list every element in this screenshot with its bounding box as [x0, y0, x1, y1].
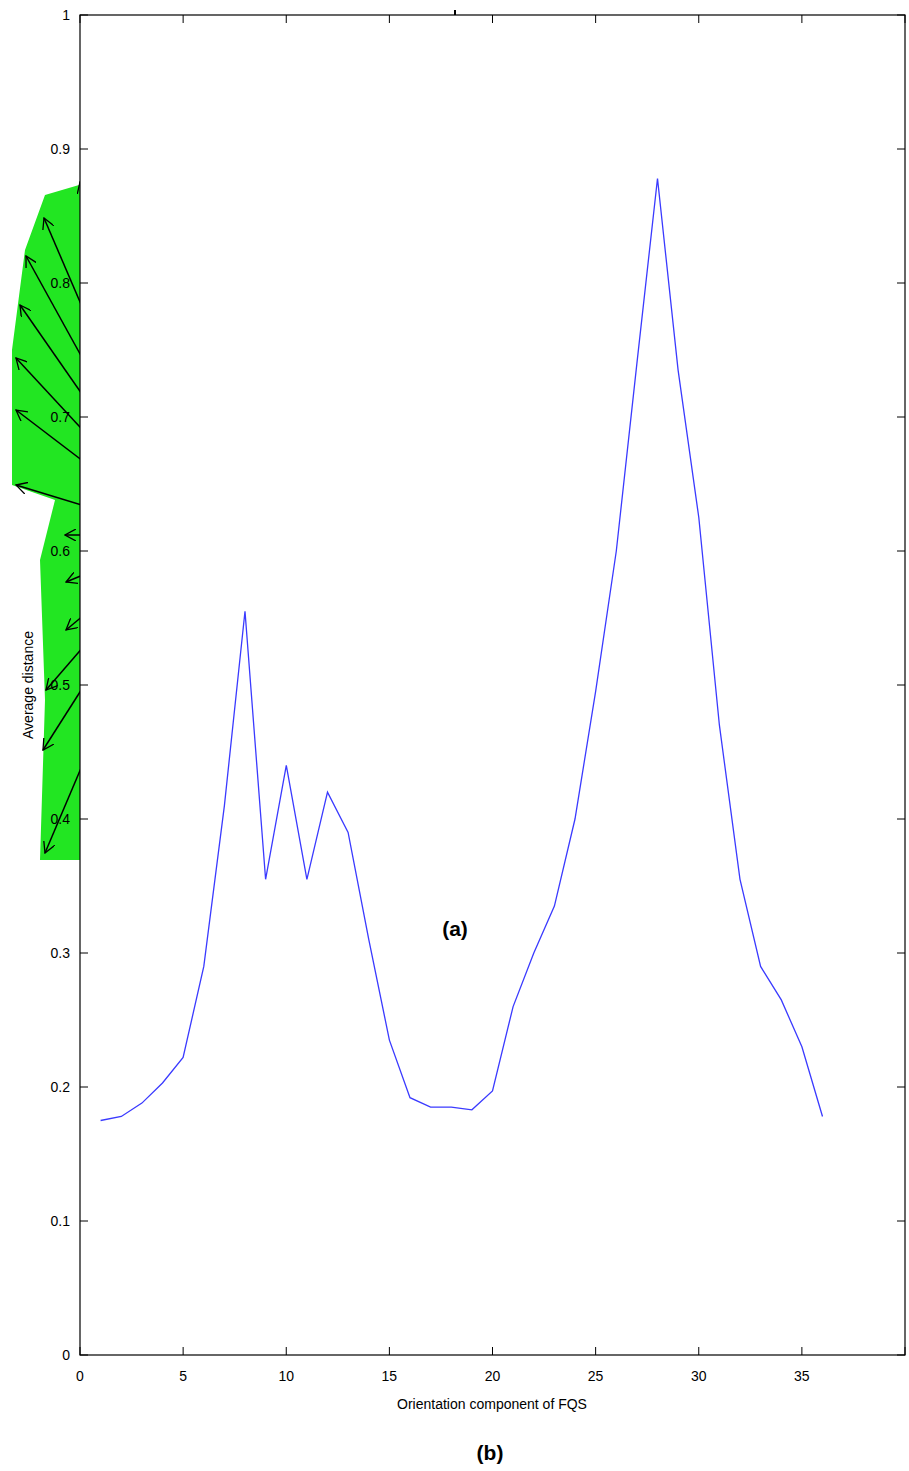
tick-label: 10	[278, 1369, 294, 1383]
axis-title: Orientation component of FQS	[397, 1397, 587, 1411]
tick-label: 25	[588, 1369, 604, 1383]
tick-label: 0.7	[51, 410, 70, 424]
tick-label: 0.3	[51, 946, 70, 960]
axis-title: Average distance	[21, 631, 35, 739]
tick-label: 1	[62, 8, 70, 22]
tick-label: 5	[179, 1369, 187, 1383]
tick-label: 15	[382, 1369, 398, 1383]
tick-label: 0.6	[51, 544, 70, 558]
tick-label: 35	[794, 1369, 810, 1383]
plot-frame	[80, 15, 905, 1355]
tick-label: 0	[76, 1369, 84, 1383]
tick-label: 20	[485, 1369, 501, 1383]
tick-label: 0.5	[51, 678, 70, 692]
tick-label: 0.1	[51, 1214, 70, 1228]
tick-label: 0.4	[51, 812, 70, 826]
tick-label: 30	[691, 1369, 707, 1383]
tick-label: 0.2	[51, 1080, 70, 1094]
data-line	[101, 179, 823, 1121]
tick-label: 0	[62, 1348, 70, 1362]
panel-label: (a)	[442, 918, 468, 939]
panel-label: (b)	[477, 1442, 504, 1463]
axis-ticks	[80, 15, 905, 1355]
tick-label: 0.8	[51, 276, 70, 290]
tick-label: 0.9	[51, 142, 70, 156]
